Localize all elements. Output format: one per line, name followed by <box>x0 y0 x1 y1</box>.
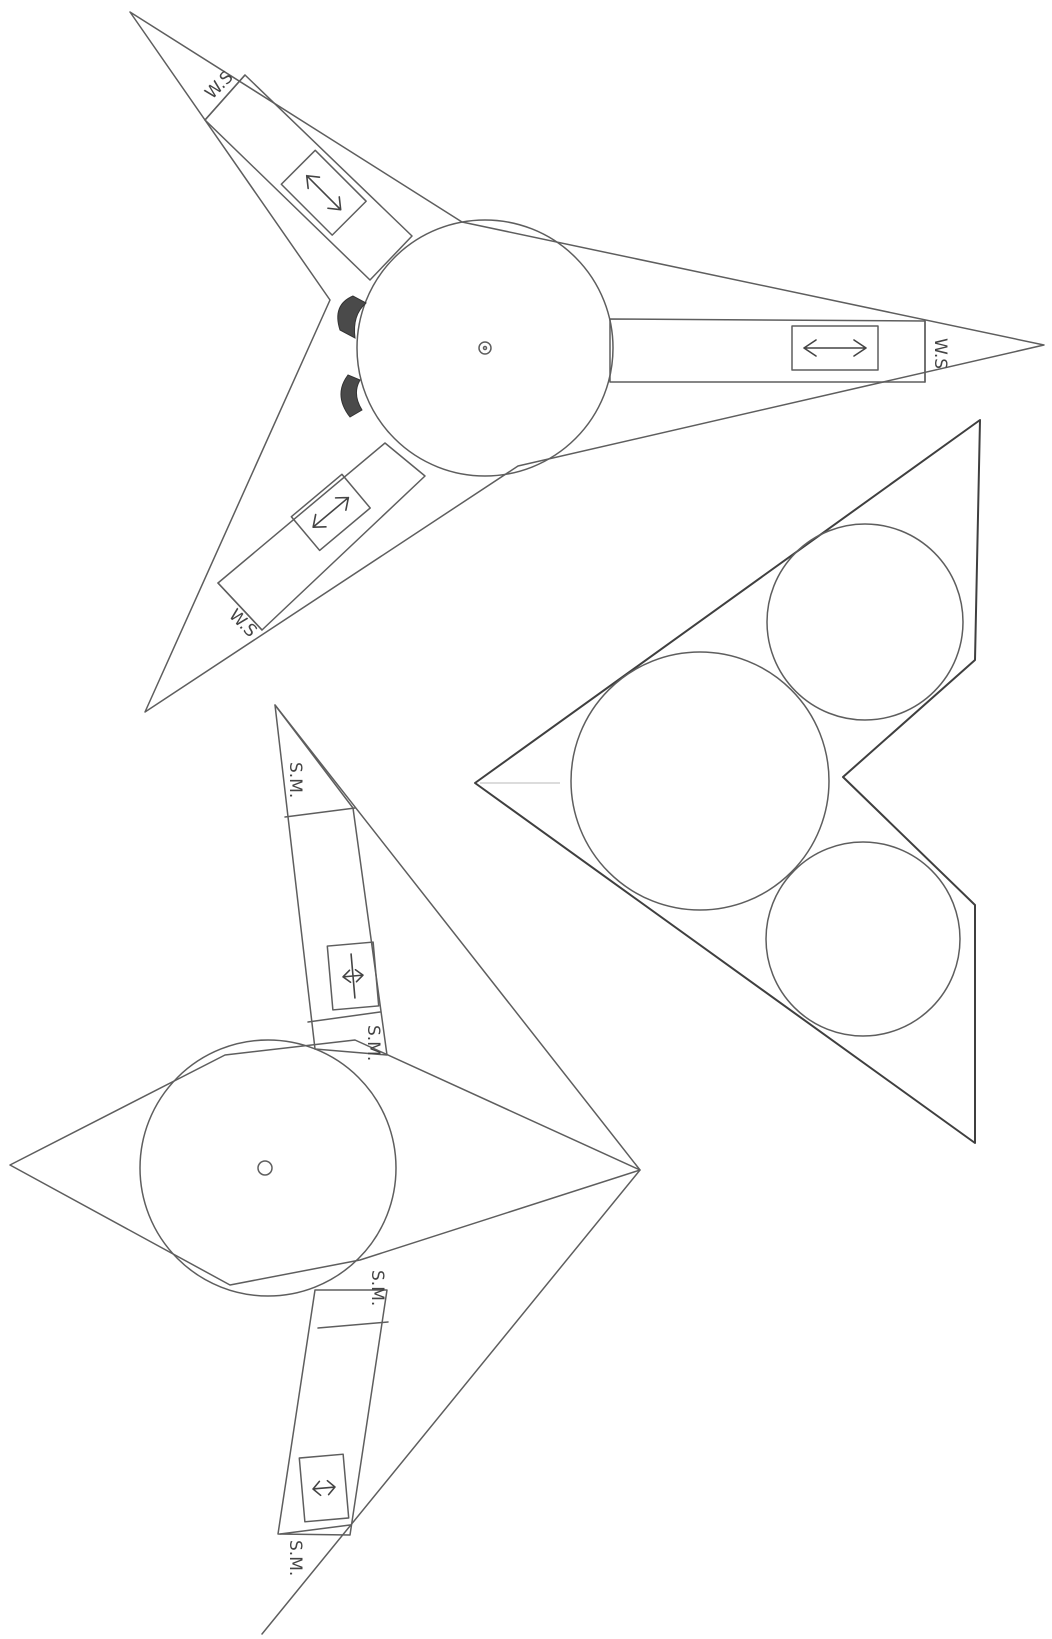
shaded-tab-lower <box>340 374 363 418</box>
long-strip-upper <box>274 704 388 1056</box>
diamond-body <box>9 1039 641 1286</box>
chevron-outline <box>474 419 981 1144</box>
small-circle-upper <box>766 523 964 721</box>
double-arrow-box-bottom-upper <box>326 941 380 1011</box>
ws-label-lower: W.S <box>224 605 260 641</box>
divider-top-1 <box>284 807 356 818</box>
large-circle <box>570 651 830 911</box>
ws-label-upper: W.S <box>201 67 237 103</box>
center-disc <box>139 1039 397 1297</box>
sm-label-4: S.M. <box>285 1540 305 1576</box>
double-arrow-box-lower <box>290 473 371 552</box>
divider-bottom-2 <box>279 1524 351 1535</box>
divider-bottom-1 <box>317 1321 389 1329</box>
cap-line-upper <box>204 74 246 121</box>
double-arrow-box-upper <box>280 149 367 236</box>
double-arrow-box-right <box>791 325 879 371</box>
arrowhead-piece: S.M. S.M. S.M. S.M. <box>9 704 641 1635</box>
ws-label-right: W.S <box>930 338 950 369</box>
sm-label-2: S.M. <box>363 1025 383 1061</box>
hub-center-pin <box>482 345 488 351</box>
shaded-tab-upper <box>337 295 367 339</box>
hub-center-dot <box>478 341 492 355</box>
center-disc-dot <box>257 1160 273 1176</box>
divider-top-2 <box>307 1011 381 1023</box>
sm-label-3: S.M. <box>367 1270 387 1306</box>
three-arm-piece: W.S W.S W.S <box>129 11 1045 713</box>
three-arm-outline <box>129 11 1045 713</box>
sm-label-1: S.M. <box>285 762 305 798</box>
double-arrow-box-bottom-lower <box>298 1453 350 1523</box>
chevron-piece <box>474 419 981 1144</box>
small-circle-lower <box>765 841 961 1037</box>
cap-line-lower <box>217 582 263 631</box>
hub-disc <box>356 219 614 477</box>
arm-strip-lower <box>217 442 426 631</box>
long-strip-lower <box>277 1289 388 1536</box>
